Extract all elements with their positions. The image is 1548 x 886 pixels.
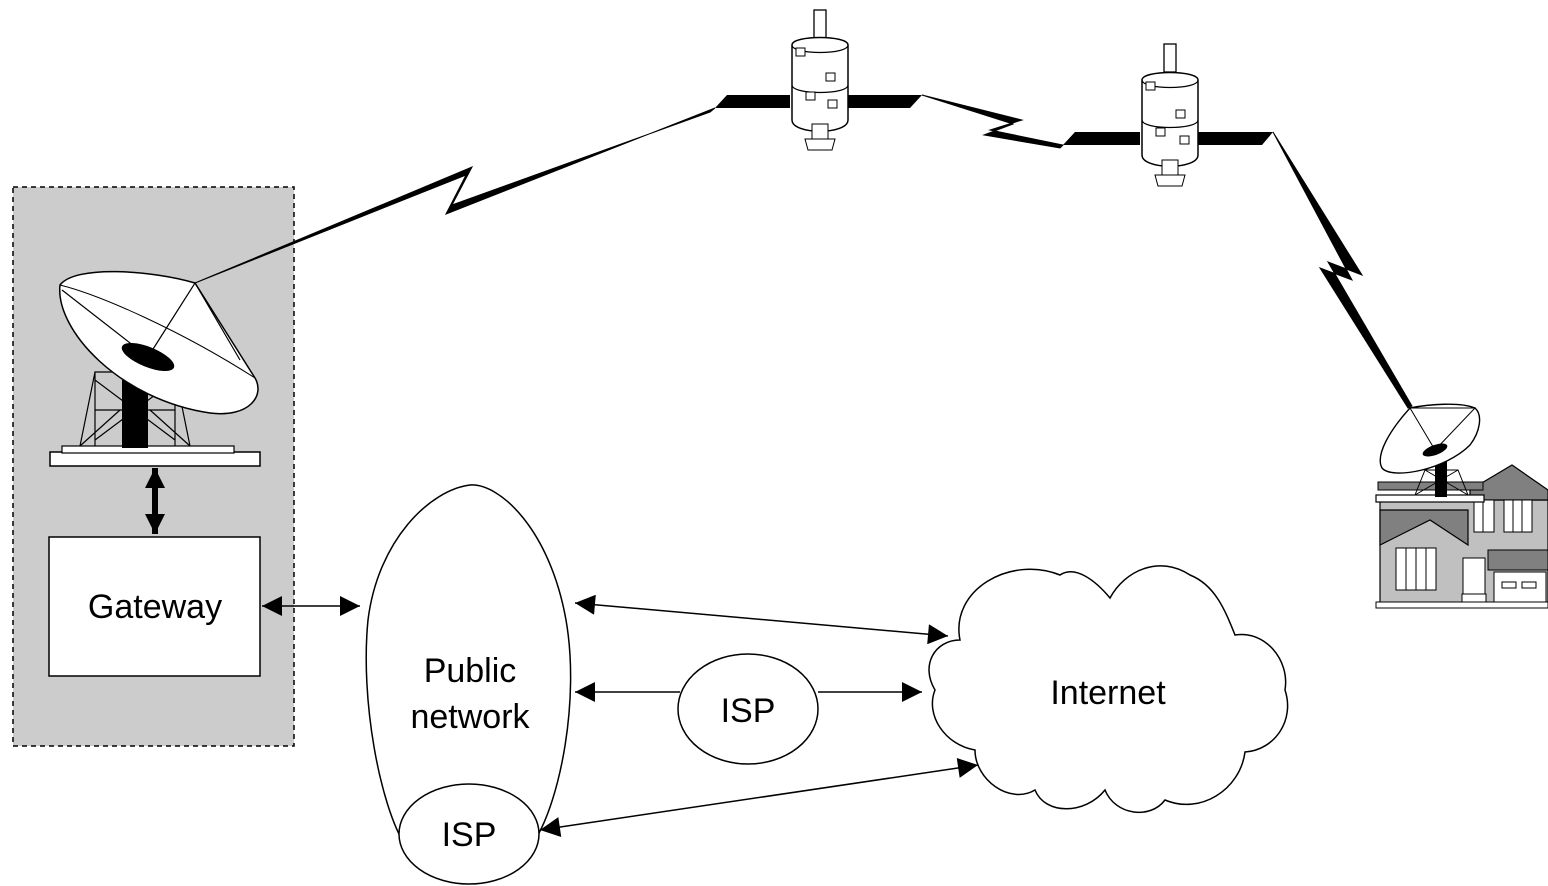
internet-cloud-node [928, 565, 1289, 814]
satellite-dish-icon [49, 270, 261, 467]
isp-middle-label: ISP [721, 692, 776, 730]
public-network-label-line2: network [410, 698, 530, 736]
public-network-label-line1: Public [424, 652, 517, 690]
intersatellite-radio-link [921, 94, 1065, 149]
satellite-icon [1063, 43, 1273, 187]
gateway-box [48, 536, 261, 677]
satellite-icon [715, 9, 922, 151]
isp-bottom-label: ISP [442, 816, 497, 854]
gateway-label: Gateway [88, 588, 222, 626]
downlink-radio-link [1272, 131, 1413, 409]
house-icon [1375, 464, 1548, 609]
isp-internet-link-bottom [539, 758, 979, 837]
satellite-dish-icon [1375, 403, 1485, 503]
internet-label: Internet [1050, 674, 1166, 712]
public-network-internet-link-top [574, 594, 949, 645]
isp-bottom-node [398, 783, 540, 885]
uplink-radio-link [194, 107, 716, 284]
